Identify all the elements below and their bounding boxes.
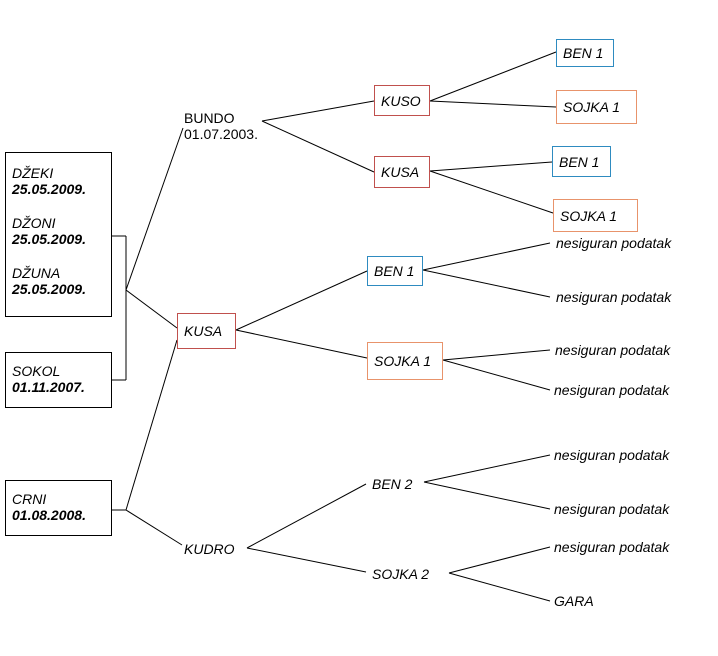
offspring-box: DŽEKI 25.05.2009. DŽONI 25.05.2009. DŽUN… xyxy=(5,152,112,317)
offspring-name: DŽUNA xyxy=(12,265,61,281)
unknown-text: nesiguran podatak xyxy=(554,501,670,517)
unknown-ancestor-label: nesiguran podatak xyxy=(554,382,669,398)
unknown-text: nesiguran podatak xyxy=(556,235,672,251)
edge-line xyxy=(261,100,375,122)
unknown-ancestor-label: nesiguran podatak xyxy=(555,342,670,358)
ancestor-label-gara: GARA xyxy=(554,593,594,609)
dog-name: BEN 2 xyxy=(372,476,413,492)
unknown-ancestor-label: nesiguran podatak xyxy=(556,289,671,305)
dog-name: SOJKA 2 xyxy=(372,566,430,582)
unknown-text: nesiguran podatak xyxy=(554,447,670,463)
dog-name: CRNI xyxy=(12,491,47,507)
dam-box-kusa: KUSA xyxy=(177,313,236,349)
dog-name: SOKOL xyxy=(12,363,61,379)
edge-line xyxy=(125,509,183,546)
ancestor-box-sojka1: SOJKA 1 xyxy=(556,90,637,124)
edge-line xyxy=(422,269,551,298)
unknown-ancestor-label: nesiguran podatak xyxy=(554,501,669,517)
offspring-name: DŽEKI xyxy=(12,165,54,181)
unknown-text: nesiguran podatak xyxy=(554,382,670,398)
edge-line xyxy=(125,127,184,291)
parent-label-kudro: KUDRO xyxy=(184,541,235,557)
unknown-ancestor-label: nesiguran podatak xyxy=(554,539,669,555)
grandparent-box-sojka1: SOJKA 1 xyxy=(367,342,443,380)
edge-line xyxy=(235,329,368,359)
dog-name: KUSA xyxy=(381,164,420,180)
edge-line xyxy=(125,339,178,511)
ancestor-box-ben1: BEN 1 xyxy=(556,39,614,67)
grandparent-label-ben2: BEN 2 xyxy=(372,476,412,492)
dog-name: BUNDO xyxy=(184,110,235,126)
dog-name: BEN 1 xyxy=(563,45,604,61)
grandparent-box-kusa: KUSA xyxy=(374,156,430,188)
edge-line xyxy=(442,359,551,391)
edge-line xyxy=(246,547,367,573)
parent-label-bundo: BUNDO 01.07.2003. xyxy=(184,110,258,142)
dog-name: KUSO xyxy=(381,92,421,109)
offspring-name: DŽONI xyxy=(12,215,56,231)
unknown-text: nesiguran podatak xyxy=(556,289,672,305)
dog-date: 01.08.2008. xyxy=(12,507,86,523)
edge-line xyxy=(429,100,557,108)
dog-name: SOJKA 1 xyxy=(563,99,621,115)
dog-name: BEN 1 xyxy=(559,153,600,170)
edge-line xyxy=(422,242,551,271)
edge-line xyxy=(261,120,375,173)
ancestor-box-ben1: BEN 1 xyxy=(552,146,611,177)
dog-name: GARA xyxy=(554,593,594,609)
unknown-ancestor-label: nesiguran podatak xyxy=(556,235,671,251)
edge-line xyxy=(235,270,368,331)
ancestor-box-sojka1: SOJKA 1 xyxy=(553,199,638,232)
offspring-date: 25.05.2009. xyxy=(12,181,86,197)
unknown-text: nesiguran podatak xyxy=(555,342,671,358)
edge-line xyxy=(442,349,551,361)
edge-line xyxy=(246,483,367,549)
sire-box-crni: CRNI 01.08.2008. xyxy=(5,480,112,536)
edge-line xyxy=(429,51,557,102)
grandparent-box-ben1: BEN 1 xyxy=(367,256,423,286)
edge-line xyxy=(429,161,553,172)
edge-line xyxy=(429,170,554,214)
edge-line xyxy=(423,454,551,483)
edge-line xyxy=(448,546,551,574)
grandparent-label-sojka2: SOJKA 2 xyxy=(372,566,429,582)
dog-name: SOJKA 1 xyxy=(374,353,432,369)
dog-name: SOJKA 1 xyxy=(560,207,618,224)
grandparent-box-kuso: KUSO xyxy=(374,85,430,116)
dog-name: BEN 1 xyxy=(374,263,415,279)
edge-line xyxy=(125,289,178,329)
edge-line xyxy=(448,572,551,602)
edge-line xyxy=(423,481,551,510)
unknown-ancestor-label: nesiguran podatak xyxy=(554,447,669,463)
dog-date: 01.07.2003. xyxy=(184,126,258,142)
sire-box-sokol: SOKOL 01.11.2007. xyxy=(5,352,112,408)
dog-date: 01.11.2007. xyxy=(12,379,85,395)
offspring-date: 25.05.2009. xyxy=(12,231,86,247)
dog-name: KUDRO xyxy=(184,541,235,557)
dog-name: KUSA xyxy=(184,323,223,339)
offspring-date: 25.05.2009. xyxy=(12,281,86,297)
unknown-text: nesiguran podatak xyxy=(554,539,670,555)
